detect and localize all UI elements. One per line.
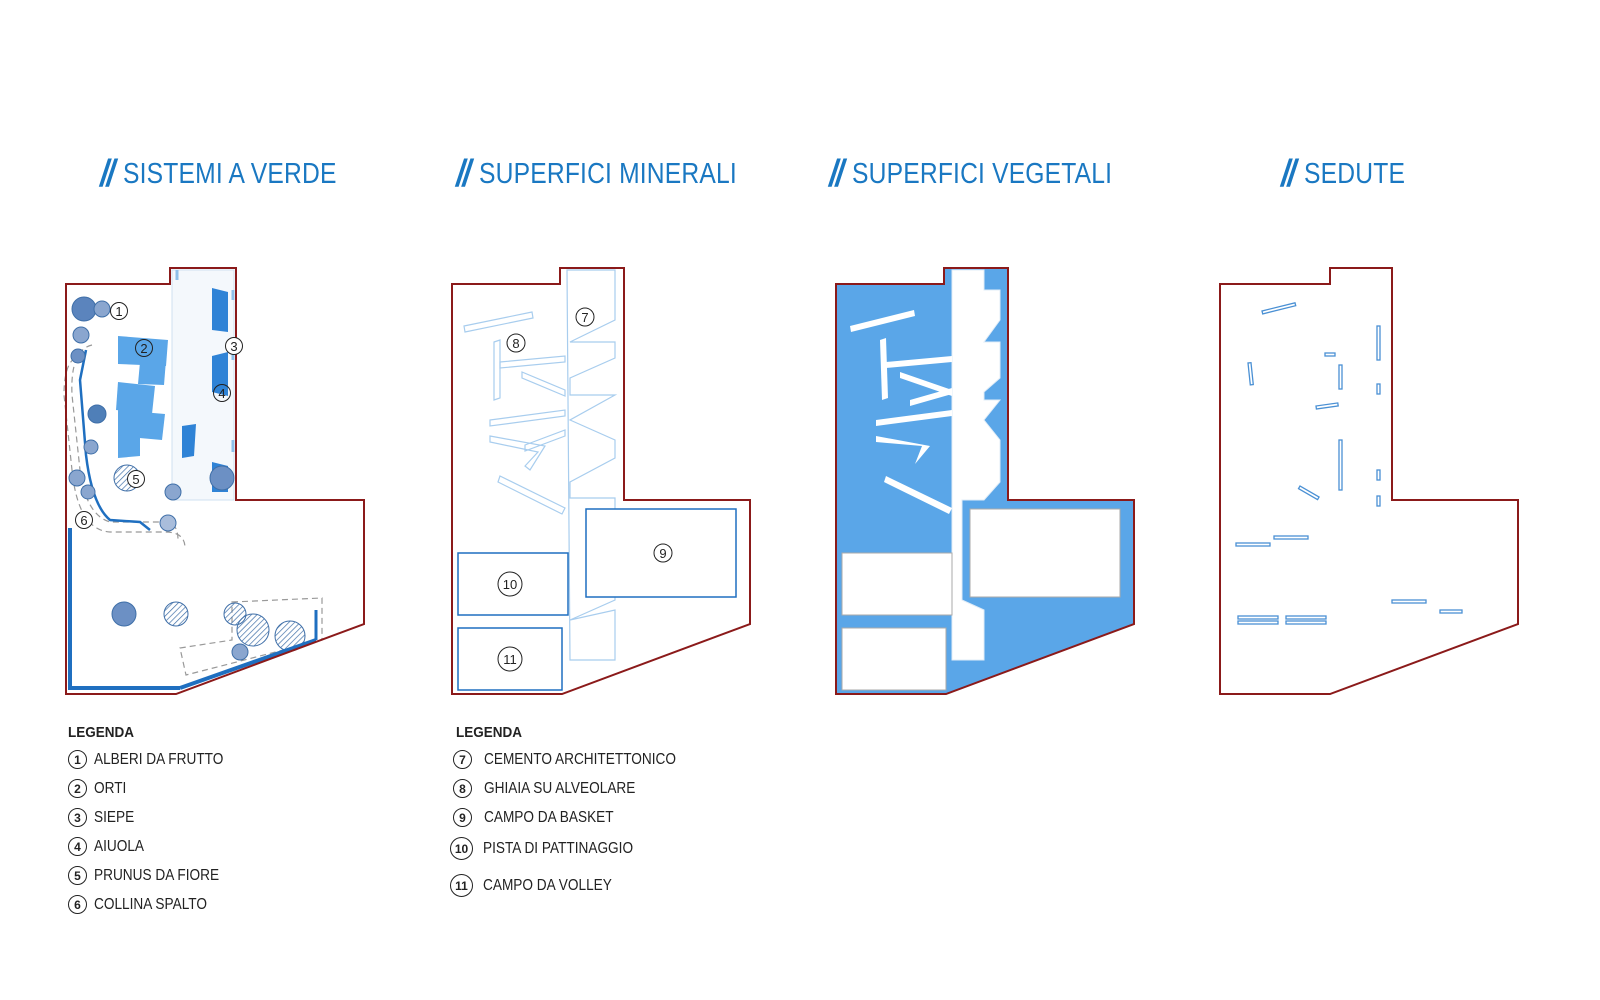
panel-title-sedute: //SEDUTE	[1281, 153, 1406, 195]
lawn-patch	[1000, 600, 1112, 660]
plan-sedute	[1219, 267, 1519, 695]
plan-label-6: 6	[80, 513, 87, 528]
orto-plot	[116, 382, 155, 414]
collina-spalto-line	[78, 349, 151, 531]
cemento-strip	[566, 269, 618, 661]
tree	[70, 348, 86, 364]
tree	[111, 601, 137, 627]
plan-label-4: 4	[218, 386, 225, 401]
siepe-border	[68, 528, 180, 690]
pista-pattinaggio	[841, 552, 953, 616]
orto-plot	[118, 432, 140, 458]
site-outline	[65, 267, 365, 695]
plan-label-10: 10	[503, 577, 517, 592]
prunus-tree	[236, 613, 270, 647]
legend-heading: LEGENDA	[456, 724, 523, 741]
plan-label-11: 11	[503, 652, 517, 667]
cemento-strip	[951, 269, 1002, 661]
panel-title-superfici-vegetali: //SUPERFICI VEGETALI	[829, 153, 1113, 195]
dashed-path	[179, 597, 323, 676]
tree	[209, 465, 235, 491]
tree	[93, 300, 111, 318]
site-outline	[451, 267, 751, 695]
plan-superfici-minerali: 7 8 9 10 11	[451, 267, 751, 695]
plan-label-3: 3	[230, 339, 237, 354]
campo-volley	[841, 627, 947, 691]
prunus-tree	[163, 601, 189, 627]
orto-plot	[118, 410, 165, 440]
panel-title-sistemi-a-verde: //SISTEMI A VERDE	[100, 153, 337, 195]
campo-basket	[969, 508, 1121, 598]
orto-plot	[182, 424, 196, 458]
plan-sistemi-a-verde: 1 2 3 4 5 6	[63, 267, 365, 695]
plan-label-5: 5	[132, 472, 139, 487]
tree	[164, 483, 182, 501]
plan-label-1: 1	[115, 304, 122, 319]
pista-pattinaggio	[457, 552, 569, 616]
orto-plot	[138, 360, 166, 385]
tree	[80, 484, 96, 500]
tree	[68, 469, 86, 487]
tree	[71, 296, 97, 322]
plan-label-2: 2	[140, 341, 147, 356]
orto-plot	[118, 336, 168, 366]
ghiaia-lines	[850, 310, 952, 514]
tree	[231, 643, 249, 661]
plan-label-7: 7	[581, 310, 588, 325]
panel-title-superfici-minerali: //SUPERFICI MINERALI	[456, 153, 737, 195]
benches	[1235, 301, 1463, 625]
tree	[72, 326, 90, 344]
legend-heading: LEGENDA	[68, 724, 135, 741]
tree	[83, 439, 99, 455]
site-outline	[835, 267, 1135, 695]
plan-label-8: 8	[512, 336, 519, 351]
tree	[159, 514, 177, 532]
site-outline	[1219, 267, 1519, 695]
siepe	[212, 288, 228, 332]
ghiaia-lines	[463, 311, 566, 515]
tree	[87, 404, 107, 424]
plan-superfici-vegetali	[835, 267, 1135, 695]
siepe-border	[179, 638, 317, 690]
plan-label-9: 9	[659, 546, 666, 561]
